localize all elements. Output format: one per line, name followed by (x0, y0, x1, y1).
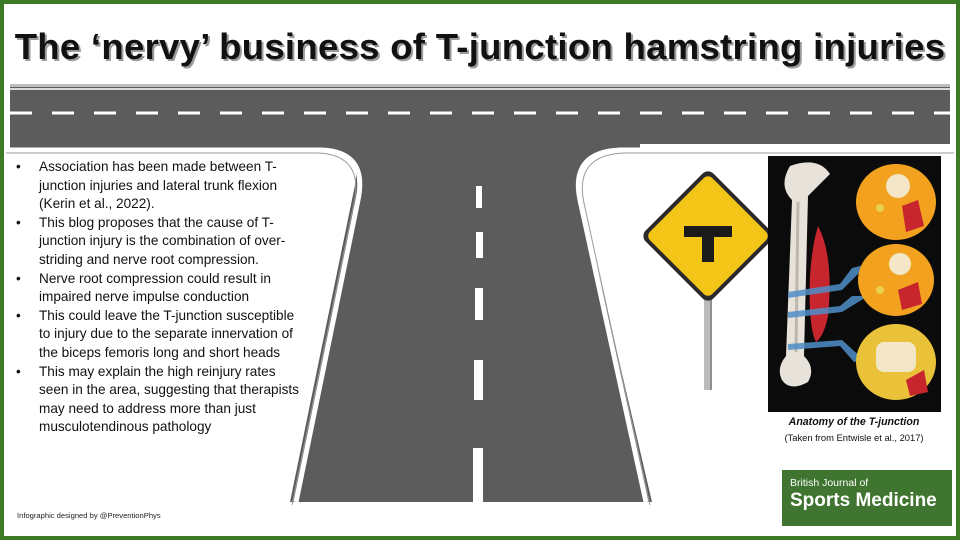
bullet-list: Association has been made between T-junc… (16, 158, 302, 437)
logo-line-2: Sports Medicine (790, 490, 937, 511)
list-item: This could leave the T-junction suscepti… (16, 307, 302, 363)
vertical-centre-dashes (473, 186, 483, 502)
figure-caption-source: (Taken from Entwisle et al., 2017) (784, 432, 924, 443)
list-item: Association has been made between T-junc… (16, 158, 302, 214)
cross-section-bottom-icon (856, 324, 936, 400)
hamstring-anatomy-illustration (768, 156, 941, 412)
figure-caption-title: Anatomy of the T-junction (788, 416, 920, 428)
right-curb-line (575, 147, 950, 503)
left-curb-shadow (6, 152, 357, 506)
page-title: The ‘nervy’ business of T-junction hamst… (14, 26, 946, 67)
bjsm-logo: British Journal of Sports Medicine (782, 470, 952, 526)
cross-section-top-icon (856, 164, 936, 240)
list-item: This blog proposes that the cause of T-j… (16, 214, 302, 270)
logo-line-1: British Journal of (790, 477, 869, 489)
title-divider (10, 84, 950, 87)
nerve-branch-icons (788, 264, 868, 362)
list-item: This may explain the high reinjury rates… (16, 363, 302, 437)
designer-credit: Infographic designed by @PreventionPhys (17, 511, 161, 520)
horizontal-road (10, 86, 950, 144)
biceps-femoris-muscle-icon (809, 226, 830, 342)
list-item: Nerve root compression could result in i… (16, 270, 302, 307)
right-curb-shadow (581, 152, 954, 506)
femur-bone-icon (779, 162, 830, 387)
cross-section-middle-icon (858, 244, 934, 316)
left-curb-line (10, 147, 363, 503)
t-junction-road-sign-icon (643, 171, 773, 390)
